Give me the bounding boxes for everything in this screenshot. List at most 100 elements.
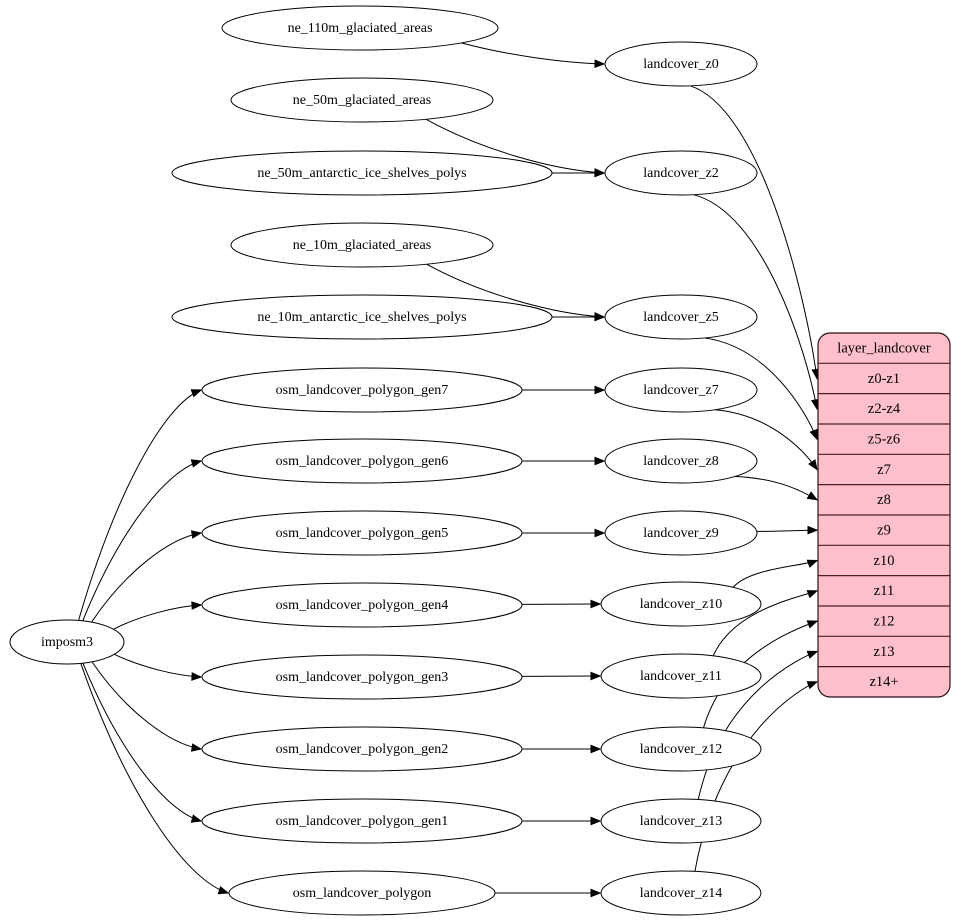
- node-label: osm_landcover_polygon_gen6: [276, 454, 449, 469]
- layer-node-landcover_z7[interactable]: landcover_z7: [604, 367, 758, 413]
- edge-arrowhead: [594, 385, 606, 395]
- edge-landcover_z11-to-z11: [712, 590, 819, 657]
- input-node-osm_landcover_polygon_gen4[interactable]: osm_landcover_polygon_gen4: [201, 582, 523, 628]
- layer-table[interactable]: layer_landcoverz0-z1z2-z4z5-z6z7z8z9z10z…: [817, 332, 951, 698]
- input-node-osm_landcover_polygon[interactable]: osm_landcover_polygon: [228, 870, 496, 916]
- node-label: osm_landcover_polygon_gen5: [276, 526, 449, 541]
- input-node-osm_landcover_polygon_gen3[interactable]: osm_landcover_polygon_gen3: [201, 654, 523, 700]
- table-row-z8[interactable]: z8: [877, 492, 891, 508]
- input-node-ne_110m_glaciated_areas[interactable]: ne_110m_glaciated_areas: [221, 5, 499, 51]
- nodes-layer: imposm3 ne_110m_glaciated_areas ne_50m_gla…: [9, 5, 762, 916]
- edge-landcover_z5-to-z5-z6: [704, 337, 818, 441]
- node-label: landcover_z11: [640, 669, 722, 684]
- edge-landcover_z12-to-z12: [702, 620, 819, 729]
- input-node-osm_landcover_polygon_gen1[interactable]: osm_landcover_polygon_gen1: [201, 798, 523, 844]
- edge-line: [735, 475, 818, 501]
- input-node-ne_50m_antarctic_ice_shelves_polys[interactable]: ne_50m_antarctic_ice_shelves_polys: [171, 150, 553, 196]
- edge-arrowhead: [806, 620, 819, 629]
- edge-arrowhead: [190, 743, 203, 752]
- edge-arrowhead: [190, 389, 203, 398]
- layer-node-landcover_z10[interactable]: landcover_z10: [600, 581, 762, 627]
- input-node-osm_landcover_polygon_gen7[interactable]: osm_landcover_polygon_gen7: [201, 367, 523, 413]
- node-label: osm_landcover_polygon_gen4: [276, 598, 449, 613]
- table-row-z14+[interactable]: z14+: [869, 674, 898, 690]
- node-shape: [201, 726, 523, 772]
- layer-node-landcover_z0[interactable]: landcover_z0: [604, 41, 758, 87]
- edge-arrowhead: [806, 681, 819, 690]
- edge-ne_50m_antarctic_ice_shelves_polys-to-landcover_z2: [552, 168, 606, 178]
- input-node-ne_10m_glaciated_areas[interactable]: ne_10m_glaciated_areas: [230, 222, 494, 268]
- layer-node-landcover_z8[interactable]: landcover_z8: [604, 438, 758, 484]
- edge-line: [91, 532, 202, 623]
- layer-node-landcover_z5[interactable]: landcover_z5: [604, 294, 758, 340]
- node-shape: [201, 798, 523, 844]
- layer-node-landcover_z2[interactable]: landcover_z2: [604, 150, 758, 196]
- table-layer: layer_landcoverz0-z1z2-z4z5-z6z7z8z9z10z…: [817, 332, 951, 698]
- edge-imposm3-to-osm_landcover_polygon: [80, 663, 230, 895]
- edge-arrowhead: [594, 456, 606, 466]
- edge-arrowhead: [190, 530, 203, 539]
- input-node-osm_landcover_polygon_gen5[interactable]: osm_landcover_polygon_gen5: [201, 510, 523, 556]
- node-label: ne_50m_antarctic_ice_shelves_polys: [257, 166, 466, 181]
- table-row-z5-z6[interactable]: z5-z6: [868, 431, 900, 447]
- edge-osm_landcover_polygon_gen4-to-landcover_z10: [521, 599, 602, 609]
- layer-node-landcover_z9[interactable]: landcover_z9: [604, 510, 758, 556]
- edge-arrowhead: [806, 491, 819, 501]
- layer-node-landcover_z13[interactable]: landcover_z13: [600, 798, 762, 844]
- table-row-z13[interactable]: z13: [874, 644, 895, 660]
- edge-line: [461, 42, 605, 65]
- node-label: landcover_z0: [643, 57, 718, 72]
- edge-osm_landcover_polygon-to-landcover_z14: [494, 888, 602, 898]
- edge-imposm3-to-osm_landcover_polygon_gen1: [82, 662, 203, 823]
- edge-arrowhead: [191, 672, 203, 681]
- input-node-ne_50m_glaciated_areas[interactable]: ne_50m_glaciated_areas: [230, 77, 494, 123]
- node-shape: [600, 581, 762, 627]
- layer-node-landcover_z11[interactable]: landcover_z11: [600, 653, 762, 699]
- edge-landcover_z9-to-z9: [756, 525, 819, 535]
- table-row-z10[interactable]: z10: [874, 553, 895, 569]
- table-row-z0-z1[interactable]: z0-z1: [868, 371, 900, 387]
- edge-line: [82, 460, 202, 622]
- source-node-imposm3[interactable]: imposm3: [9, 619, 125, 665]
- node-shape: [604, 438, 758, 484]
- edge-landcover_z8-to-z8: [735, 475, 819, 501]
- node-shape: [171, 150, 553, 196]
- node-shape: [228, 870, 496, 916]
- table-row-z2-z4[interactable]: z2-z4: [868, 401, 901, 417]
- node-label: landcover_z14: [640, 886, 722, 901]
- edge-landcover_z7-to-z7: [714, 409, 818, 471]
- input-node-osm_landcover_polygon_gen6[interactable]: osm_landcover_polygon_gen6: [201, 438, 523, 484]
- node-label: ne_10m_antarctic_ice_shelves_polys: [257, 310, 466, 325]
- node-shape: [604, 294, 758, 340]
- edge-line: [693, 194, 818, 409]
- edge-line: [113, 604, 202, 630]
- table-row-z11[interactable]: z11: [874, 583, 894, 599]
- input-node-ne_10m_antarctic_ice_shelves_polys[interactable]: ne_10m_antarctic_ice_shelves_polys: [171, 294, 553, 340]
- node-shape: [230, 77, 494, 123]
- node-label: landcover_z13: [640, 814, 722, 829]
- table-row-z7[interactable]: z7: [877, 462, 891, 478]
- edge-arrowhead: [808, 459, 818, 471]
- table-row-z9[interactable]: z9: [877, 522, 891, 538]
- node-label: ne_50m_glaciated_areas: [293, 93, 431, 108]
- edge-line: [732, 560, 818, 588]
- input-node-osm_landcover_polygon_gen2[interactable]: osm_landcover_polygon_gen2: [201, 726, 523, 772]
- edge-osm_landcover_polygon_gen6-to-landcover_z8: [522, 456, 606, 466]
- layer-node-landcover_z14[interactable]: landcover_z14: [600, 870, 762, 916]
- edge-landcover_z10-to-z10: [732, 559, 819, 588]
- node-label: imposm3: [41, 635, 93, 650]
- edge-line: [704, 337, 818, 440]
- node-shape: [201, 582, 523, 628]
- table-row-z12[interactable]: z12: [874, 613, 895, 629]
- edge-line: [690, 85, 818, 379]
- node-label: landcover_z12: [640, 742, 722, 757]
- edge-arrowhead: [594, 59, 606, 69]
- node-shape: [201, 438, 523, 484]
- edge-ne_110m_glaciated_areas-to-landcover_z0: [461, 42, 606, 69]
- layer-node-landcover_z12[interactable]: landcover_z12: [600, 726, 762, 772]
- edge-arrowhead: [807, 525, 819, 535]
- edge-line: [426, 263, 605, 318]
- edge-arrowhead: [590, 599, 602, 609]
- edge-imposm3-to-osm_landcover_polygon_gen7: [78, 389, 203, 621]
- edge-line: [114, 653, 202, 678]
